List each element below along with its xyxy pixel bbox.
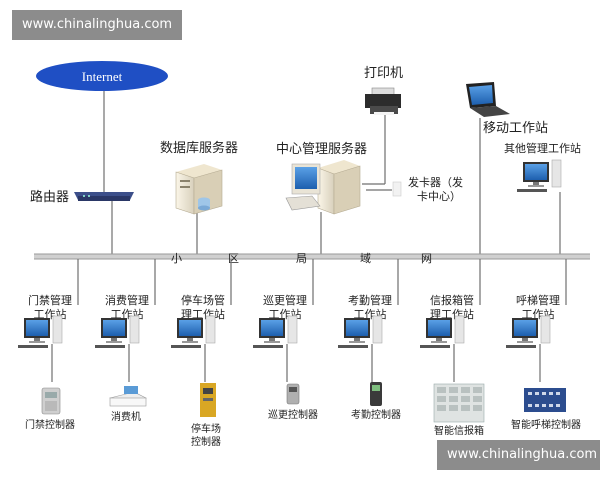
device-label: 智能信报箱 [434, 424, 484, 437]
card-issuer-label: 发卡器（发 [408, 175, 463, 189]
printer-icon [365, 87, 401, 115]
lan-label-char: 区 [228, 252, 239, 265]
watermark-top: www.chinalinghua.com [12, 10, 183, 40]
workstation-pc-icon [94, 315, 140, 349]
pos-terminal-icon [109, 386, 147, 407]
device-label: 消费机 [111, 410, 141, 423]
parking-controller-icon [200, 383, 216, 417]
card-issuer-label: 卡中心） [417, 190, 461, 203]
attendance-controller-icon [370, 382, 382, 406]
patrol-controller-icon [286, 383, 300, 405]
station-label: 消费管理 [105, 293, 149, 307]
workstation-pc-icon [17, 315, 63, 349]
device-icons [41, 382, 566, 423]
device-label: 门禁控制器 [25, 418, 75, 431]
connection-lines [103, 86, 561, 254]
router-icon [74, 192, 134, 201]
lan-label-char: 网 [421, 252, 432, 265]
printer-label: 打印机 [364, 66, 403, 81]
station-label: 考勤管理 [348, 293, 392, 307]
device-label: 考勤控制器 [351, 408, 401, 421]
device-label: 巡更控制器 [268, 408, 318, 421]
internet-cloud: Internet [36, 61, 168, 91]
watermark-bottom: www.chinalinghua.com [437, 440, 600, 470]
station-label: 呼梯管理 [516, 293, 560, 307]
station-label: 停车场管 [181, 293, 225, 307]
workstation-pc-icon [337, 315, 383, 349]
db-server-icon [175, 164, 223, 215]
workstation-pc-icon [505, 315, 551, 349]
workstation-pc-icon [170, 315, 216, 349]
station-label: 巡更管理 [263, 293, 307, 307]
station-row: 门禁管理工作站门禁控制器消费管理工作站消费机停车场管理工作站停车场控制器巡更管理… [17, 259, 581, 448]
station-label: 信报箱管 [430, 293, 474, 307]
other-station-pc-icon [516, 159, 562, 193]
device-label: 控制器 [191, 435, 221, 448]
station-label: 门禁管理 [28, 293, 72, 307]
elevator-controller-icon [524, 388, 566, 412]
workstation-pc-icon [419, 315, 465, 349]
center-server-icon [285, 160, 361, 215]
router-label: 路由器 [30, 189, 69, 205]
device-label: 智能呼梯控制器 [511, 418, 581, 431]
device-label: 停车场 [191, 422, 221, 435]
internet-label: Internet [82, 69, 123, 84]
access-controller-icon [41, 387, 61, 415]
db-server-label: 数据库服务器 [160, 140, 238, 156]
mailbox-icon [433, 383, 485, 423]
lan-label-char: 局 [296, 252, 307, 265]
center-server-label: 中心管理服务器 [276, 141, 367, 157]
card-issuer-icon [392, 181, 402, 197]
lan-label-char: 小 [171, 252, 182, 265]
lan-bus: 小 区 局 域 网 [34, 252, 590, 265]
laptop-icon [466, 82, 510, 117]
workstation-pc-icon [252, 315, 298, 349]
mobile-station-label: 移动工作站 [483, 121, 548, 136]
lan-label-char: 域 [360, 252, 371, 265]
other-station-label: 其他管理工作站 [504, 141, 581, 155]
